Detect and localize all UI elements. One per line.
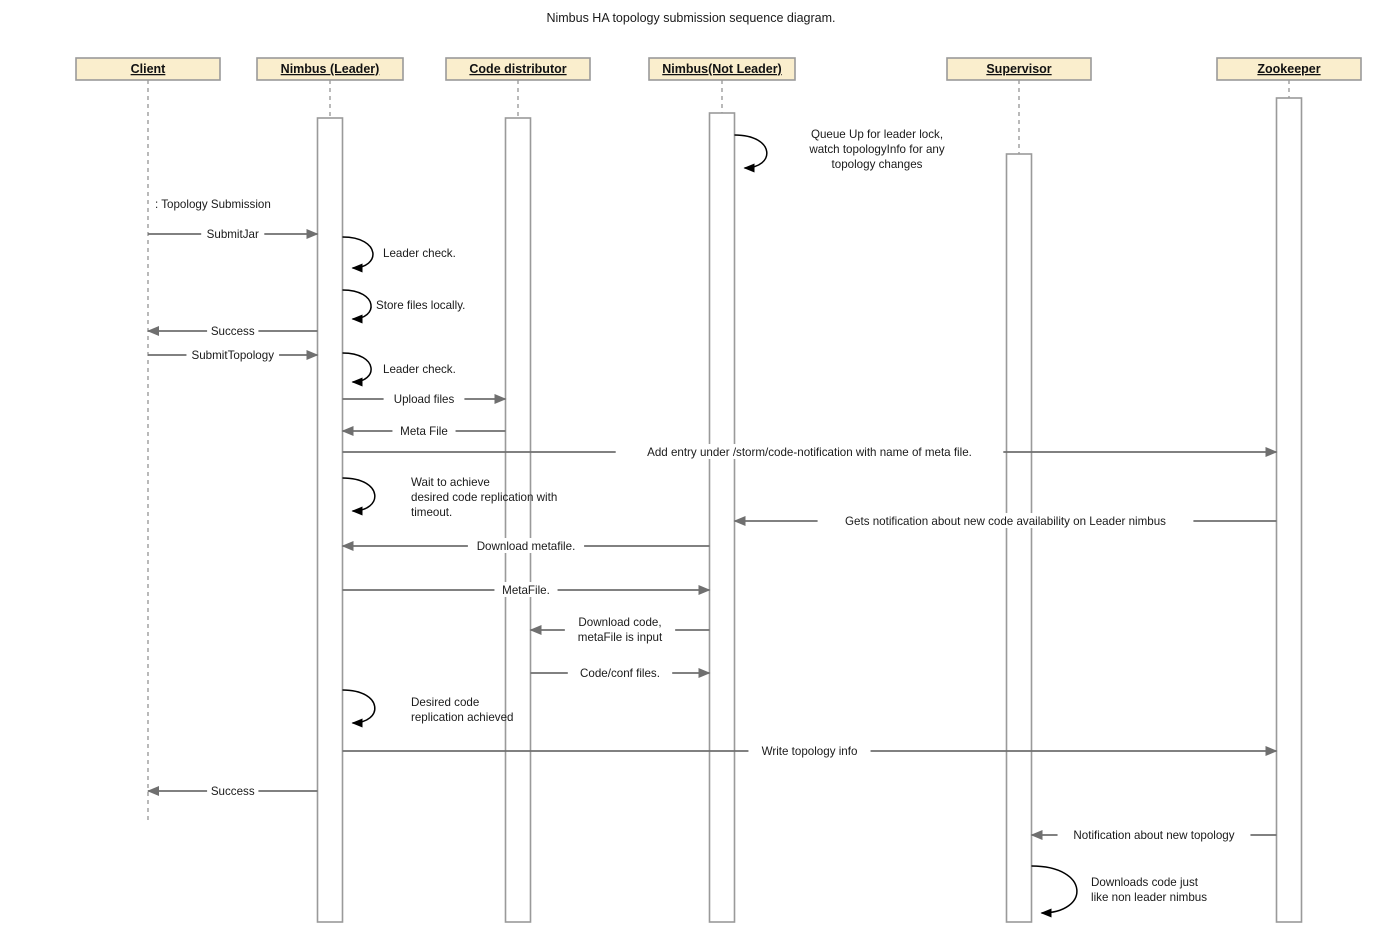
participant-box-zookeeper[interactable] bbox=[1216, 57, 1362, 81]
self-message-arrow-leader-check-2 bbox=[342, 352, 372, 387]
participant-zookeeper[interactable]: Zookeeper bbox=[1216, 57, 1362, 81]
message-label-backdrop bbox=[817, 513, 1194, 528]
message-label-metafile: MetaFile. bbox=[502, 584, 550, 597]
page-title: Nimbus HA topology submission sequence d… bbox=[546, 11, 835, 25]
message-label-backdrop bbox=[567, 665, 673, 680]
self-message-store-files-locally: Store files locally. bbox=[342, 289, 465, 324]
message-label-success-1: Success bbox=[211, 325, 255, 338]
lifelines-layer bbox=[147, 80, 1290, 822]
message-submit-jar: SubmitJar bbox=[148, 226, 319, 241]
self-message-label-leader-check-2: Leader check. bbox=[383, 363, 456, 376]
message-label-success-2: Success bbox=[211, 785, 255, 798]
message-label-meta-file: Meta File bbox=[400, 425, 448, 438]
message-label-backdrop bbox=[201, 226, 265, 241]
message-success-2: Success bbox=[147, 783, 318, 798]
self-message-queue-up-leader-lock: Queue Up for leader lock,watch topologyI… bbox=[734, 128, 945, 173]
message-label-submit-jar: SubmitJar bbox=[207, 228, 259, 241]
participant-code-distributor[interactable]: Code distributor bbox=[445, 57, 591, 81]
participant-box-supervisor[interactable] bbox=[946, 57, 1092, 81]
activation-bar-zookeeper bbox=[1275, 97, 1303, 923]
message-label-backdrop bbox=[207, 783, 259, 798]
message-label-gets-notification: Gets notification about new code availab… bbox=[845, 515, 1166, 528]
message-label-backdrop bbox=[494, 582, 558, 597]
message-gets-notification: Gets notification about new code availab… bbox=[733, 513, 1277, 528]
self-message-arrow-desired-replication-achieved bbox=[342, 689, 376, 728]
self-message-label-store-files-locally: Store files locally. bbox=[376, 299, 465, 312]
participant-label-zookeeper: Zookeeper bbox=[1257, 62, 1320, 76]
participant-label-nimbus-leader: Nimbus (Leader) bbox=[281, 62, 380, 76]
message-label-write-topology-info: Write topology info bbox=[762, 745, 858, 758]
self-message-arrow-store-files-locally bbox=[342, 289, 372, 324]
activation-bar-nimbus-leader bbox=[316, 117, 344, 923]
self-message-arrow-queue-up-leader-lock bbox=[734, 134, 768, 173]
found-messages-layer: : Topology Submission bbox=[155, 198, 271, 211]
message-label-download-code: Download code,metaFile is input bbox=[578, 616, 663, 644]
message-label-backdrop bbox=[467, 538, 585, 553]
message-label-backdrop bbox=[748, 743, 871, 758]
message-label-download-metafile: Download metafile. bbox=[477, 540, 576, 553]
participant-nimbus-not-leader[interactable]: Nimbus(Not Leader) bbox=[648, 57, 796, 81]
participant-box-code-distributor[interactable] bbox=[445, 57, 591, 81]
activation-bar-code-distributor bbox=[504, 117, 532, 923]
message-meta-file: Meta File bbox=[341, 423, 506, 438]
message-label-backdrop bbox=[1057, 827, 1251, 842]
self-messages-layer: Queue Up for leader lock,watch topologyI… bbox=[342, 128, 1207, 918]
activations-layer bbox=[316, 97, 1303, 923]
participant-supervisor[interactable]: Supervisor bbox=[946, 57, 1092, 81]
message-label-backdrop bbox=[564, 614, 676, 644]
self-message-leader-check-1: Leader check. bbox=[342, 236, 456, 273]
self-message-arrow-leader-check-1 bbox=[342, 236, 374, 273]
message-label-notification-new-topology: Notification about new topology bbox=[1073, 829, 1234, 842]
message-metafile: MetaFile. bbox=[342, 582, 711, 597]
participant-label-supervisor: Supervisor bbox=[986, 62, 1051, 76]
participant-box-nimbus-not-leader[interactable] bbox=[648, 57, 796, 81]
participant-box-client[interactable] bbox=[75, 57, 221, 81]
message-write-topology-info: Write topology info bbox=[342, 743, 1278, 758]
activation-bar-nimbus-not-leader bbox=[708, 112, 736, 923]
message-label-backdrop bbox=[383, 391, 465, 406]
self-message-label-queue-up-leader-lock: Queue Up for leader lock,watch topologyI… bbox=[808, 128, 945, 171]
activation-bar-supervisor bbox=[1005, 153, 1033, 923]
participant-box-nimbus-leader[interactable] bbox=[256, 57, 404, 81]
participants-layer: Client Nimbus (Leader) Code distributor Nim… bbox=[75, 57, 1362, 81]
found-message-topology-submission: : Topology Submission bbox=[155, 198, 271, 211]
self-message-label-leader-check-1: Leader check. bbox=[383, 247, 456, 260]
self-message-leader-check-2: Leader check. bbox=[342, 352, 456, 387]
message-submit-topology: SubmitTopology bbox=[148, 347, 319, 362]
self-message-arrow-downloads-code bbox=[1031, 865, 1078, 918]
participant-label-code-distributor: Code distributor bbox=[469, 62, 566, 76]
message-label-code-conf-files: Code/conf files. bbox=[580, 667, 660, 680]
participant-label-client: Client bbox=[131, 62, 167, 76]
message-label-backdrop bbox=[207, 323, 259, 338]
message-label-backdrop bbox=[186, 347, 280, 362]
message-add-entry-zk: Add entry under /storm/code-notification… bbox=[342, 444, 1278, 459]
message-upload-files: Upload files bbox=[342, 391, 507, 406]
participant-nimbus-leader[interactable]: Nimbus (Leader) bbox=[256, 57, 404, 81]
message-label-add-entry-zk: Add entry under /storm/code-notification… bbox=[647, 446, 972, 459]
participant-label-nimbus-not-leader: Nimbus(Not Leader) bbox=[662, 62, 781, 76]
message-label-upload-files: Upload files bbox=[394, 393, 455, 406]
self-message-arrow-wait-code-replication bbox=[342, 477, 376, 516]
message-download-code: Download code,metaFile is input bbox=[529, 614, 710, 644]
participant-client[interactable]: Client bbox=[75, 57, 221, 81]
message-download-metafile: Download metafile. bbox=[341, 538, 710, 553]
message-success-1: Success bbox=[147, 323, 318, 338]
message-label-submit-topology: SubmitTopology bbox=[192, 349, 275, 362]
message-notification-new-topology: Notification about new topology bbox=[1030, 827, 1277, 842]
message-label-backdrop bbox=[392, 423, 456, 438]
message-label-backdrop bbox=[615, 444, 1004, 459]
message-code-conf-files: Code/conf files. bbox=[530, 665, 711, 680]
